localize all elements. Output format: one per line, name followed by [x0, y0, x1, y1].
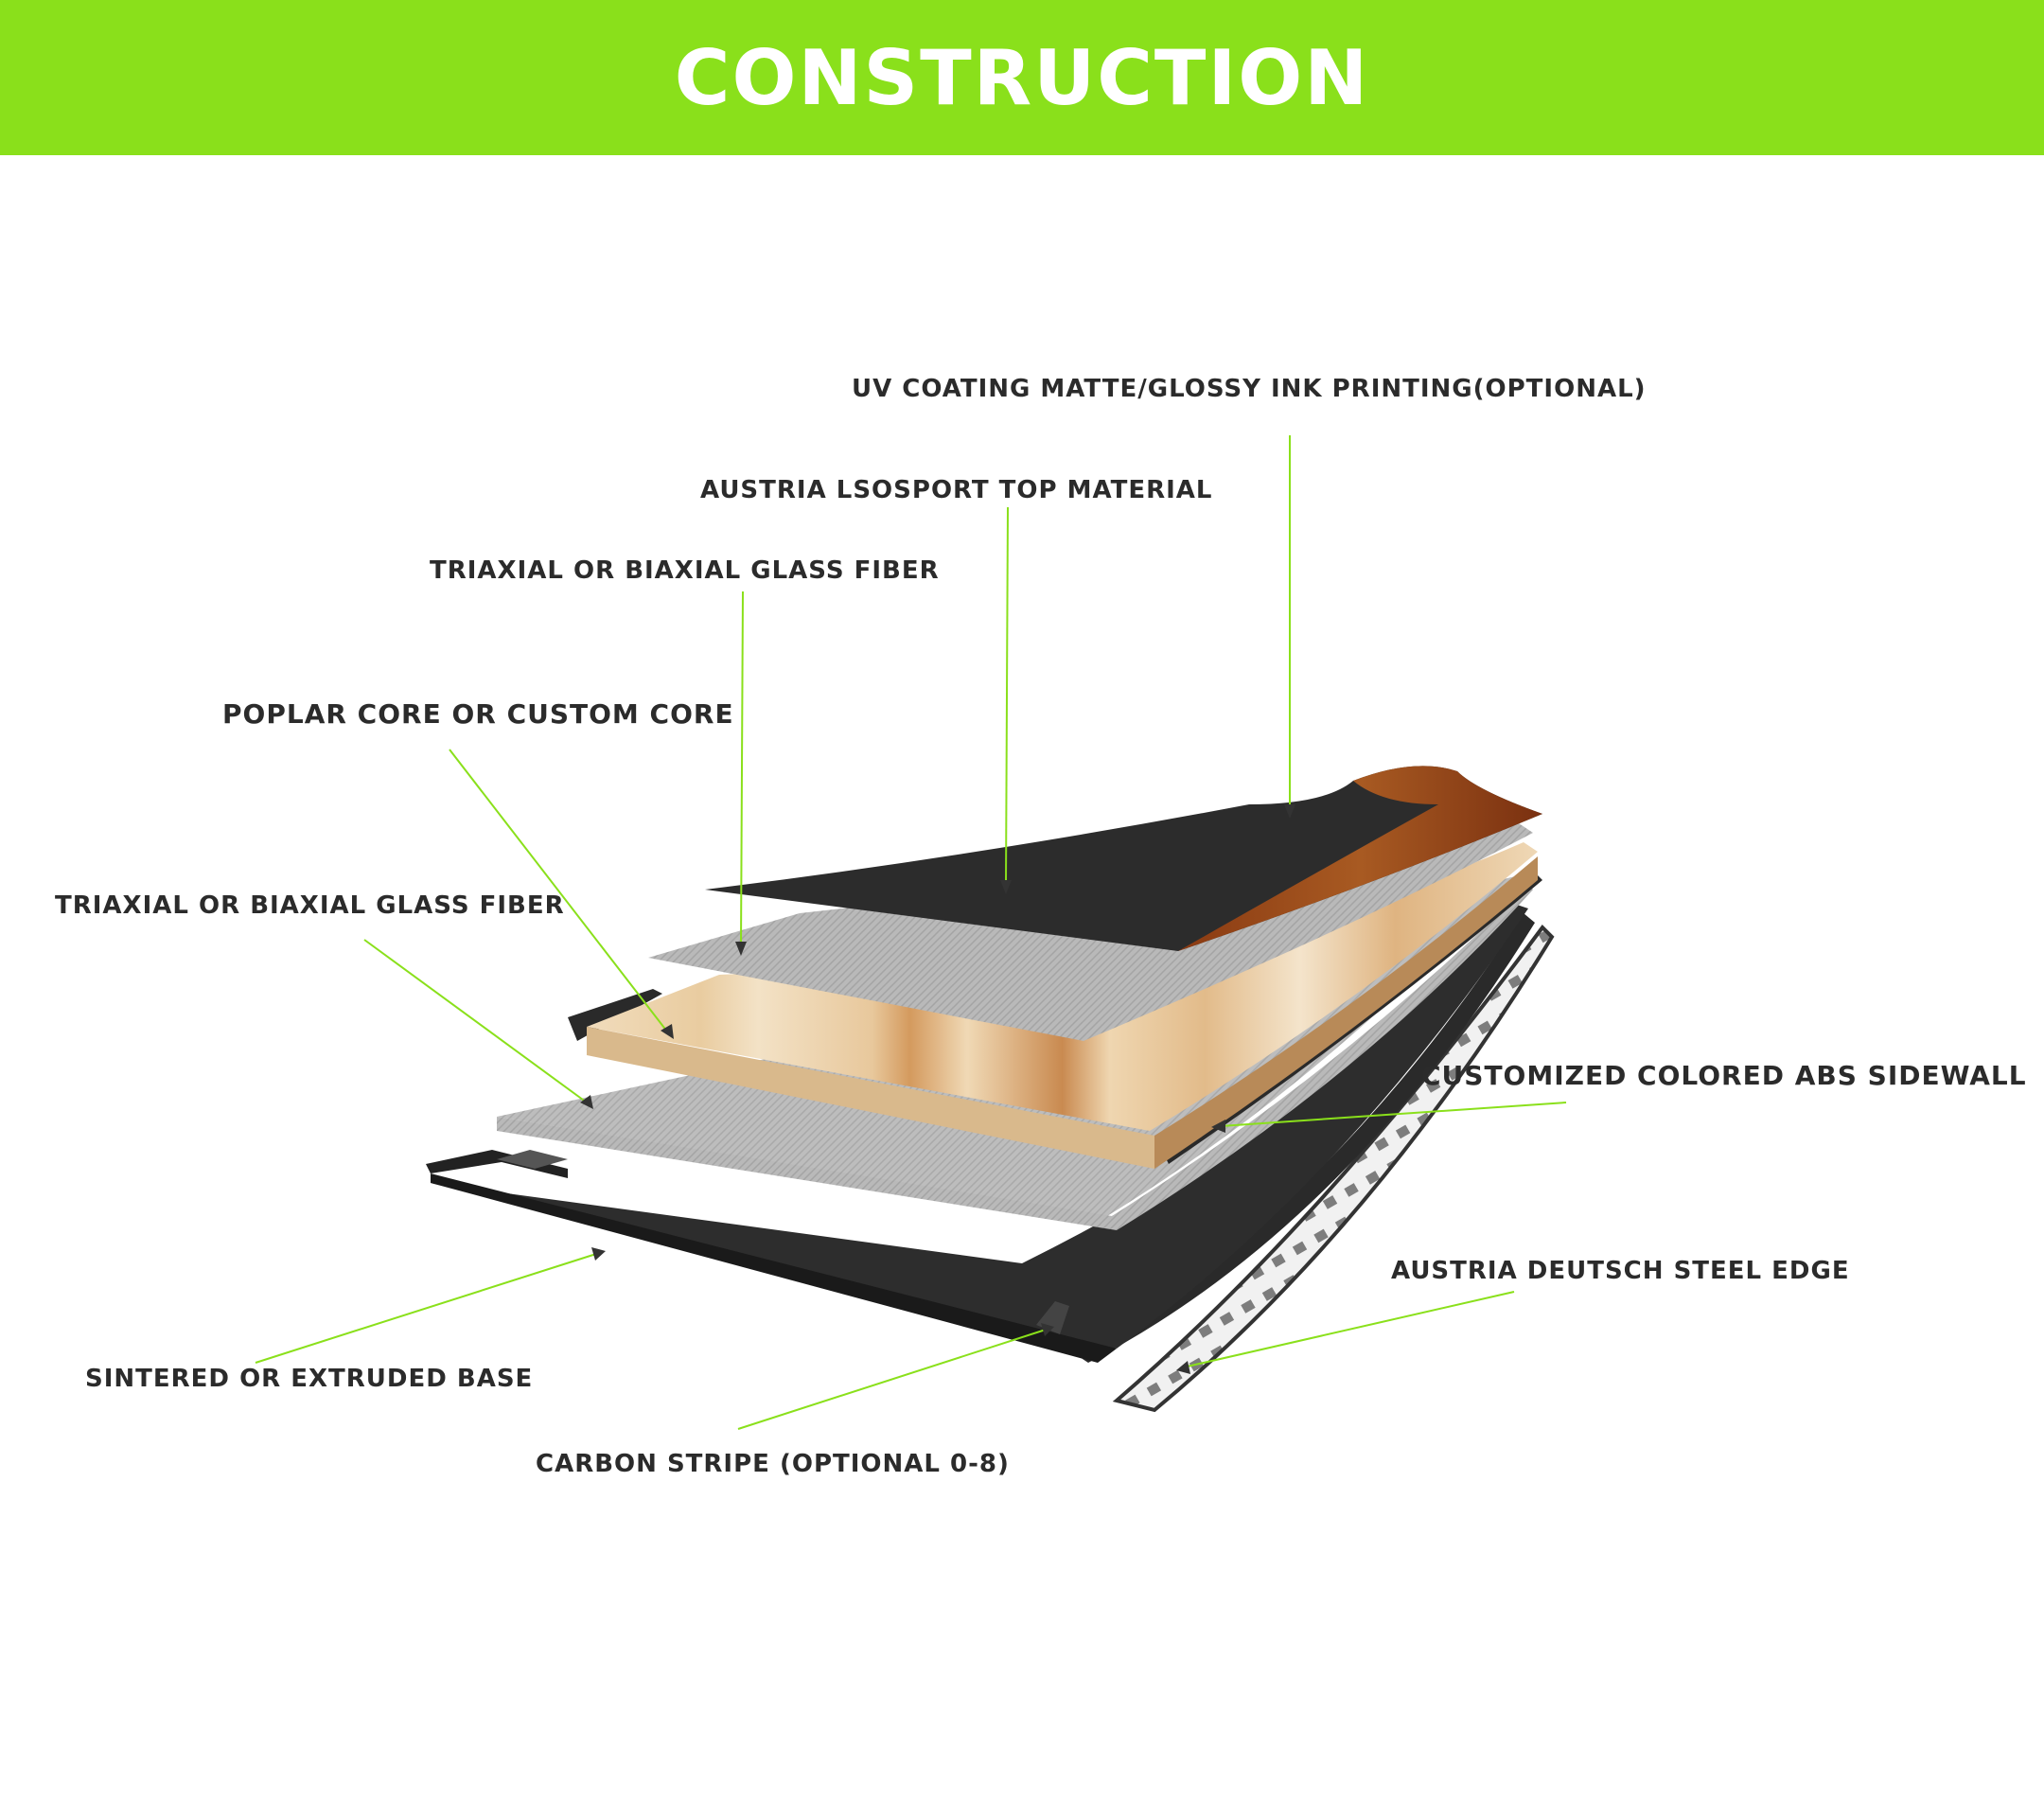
leader-lines — [255, 435, 1567, 1430]
leader-carbon-stripe — [737, 1329, 1047, 1430]
label-carbon-stripe: CARBON STRIPE (OPTIONAL 0-8) — [536, 1450, 1010, 1478]
wood-core-side — [1154, 856, 1538, 1169]
label-sidewall: CUSTOMIZED COLORED ABS SIDEWALL — [1421, 1060, 2027, 1091]
arrowhead-base — [591, 1247, 606, 1261]
arrowhead-glass-top — [735, 942, 747, 956]
label-top-material: AUSTRIA LSOSPORT TOP MATERIAL — [700, 476, 1213, 504]
arrowhead-carbon — [1041, 1323, 1054, 1336]
leader-glass-fiber-top — [740, 591, 744, 947]
leader-core — [449, 749, 668, 1032]
arrowhead-sidewall — [1211, 1120, 1225, 1133]
left-edge-rails — [426, 1150, 568, 1178]
base-layer — [431, 904, 1528, 1349]
label-core: POPLAR CORE OR CUSTOM CORE — [222, 698, 734, 730]
label-glass-fiber-top: TRIAXIAL OR BIAXIAL GLASS FIBER — [430, 556, 940, 585]
label-uv-coating: UV COATING MATTE/GLOSSY INK PRINTING(OPT… — [852, 375, 1647, 403]
leader-steel-edge — [1182, 1291, 1515, 1368]
leader-base — [255, 1253, 597, 1364]
label-glass-fiber-bottom: TRIAXIAL OR BIAXIAL GLASS FIBER — [55, 891, 565, 920]
leader-sidewall — [1220, 1102, 1567, 1127]
top-material-wood-edge — [1178, 766, 1542, 951]
left-carbon-strip — [497, 1150, 568, 1169]
page-title: CONSTRUCTION — [674, 33, 1370, 122]
arrowhead-core — [661, 1024, 674, 1039]
header-banner: CONSTRUCTION — [0, 0, 2044, 155]
arrowhead-glass-bottom — [580, 1095, 593, 1109]
arrowhead-uv — [1284, 804, 1295, 819]
base-front-face — [431, 1173, 1117, 1363]
leader-arrowheads — [580, 804, 1295, 1374]
wood-core-front — [587, 1027, 1154, 1169]
label-base: SINTERED OR EXTRUDED BASE — [85, 1365, 534, 1393]
leader-glass-fiber-bottom — [363, 939, 588, 1103]
leader-top-material — [1005, 506, 1009, 886]
arrowhead-top-material — [1000, 880, 1012, 894]
label-steel-edge: AUSTRIA DEUTSCH STEEL EDGE — [1391, 1257, 1850, 1285]
top-material-layer — [705, 766, 1542, 951]
arrowhead-steel-edge — [1176, 1361, 1190, 1374]
